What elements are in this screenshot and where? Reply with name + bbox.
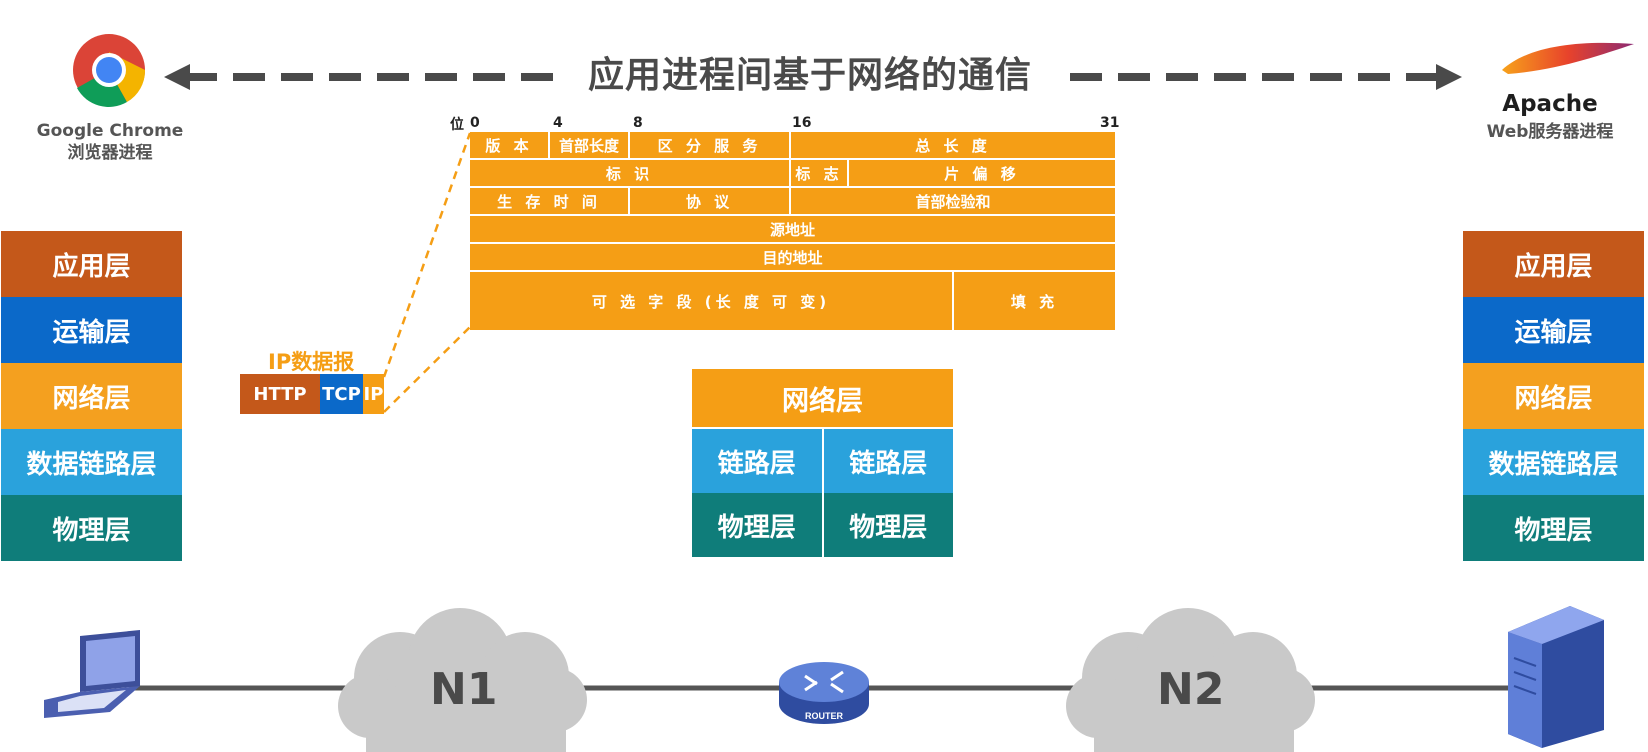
right-protocol-stack: 应用层 运输层 网络层 数据链路层 物理层 [1463,231,1644,561]
chrome-icon [73,34,146,107]
left-layer-application: 应用层 [1,231,182,297]
bit-0: 0 [470,115,480,131]
field-flags: 标 志 [791,160,849,186]
field-total-length: 总 长 度 [791,132,1115,158]
field-header-length: 首部长度 [550,132,630,158]
field-options: 可 选 字 段 (长 度 可 变) [470,272,954,330]
apache-feather-icon [1502,42,1634,74]
left-layer-physical: 物理层 [1,495,182,561]
datagram-http: HTTP [240,374,320,414]
left-protocol-stack: 应用层 运输层 网络层 数据链路层 物理层 [1,231,182,561]
bit-16: 16 [792,115,812,131]
right-layer-application: 应用层 [1463,231,1644,297]
left-layer-transport: 运输层 [1,297,182,363]
apache-label: Apache Web服务器进程 [1470,88,1630,144]
field-checksum: 首部检验和 [791,188,1115,214]
right-layer-transport: 运输层 [1463,297,1644,363]
chrome-name: Google Chrome [36,121,184,141]
field-destination-address: 目的地址 [470,244,1115,270]
field-protocol: 协 议 [630,188,791,214]
router-label: ROUTER [805,711,844,721]
field-ttl: 生 存 时 间 [470,188,630,214]
field-diffserv: 区 分 服 务 [630,132,791,158]
router-icon: ROUTER [779,662,869,724]
right-layer-datalink: 数据链路层 [1463,429,1644,495]
page-title: 应用进程间基于网络的通信 [587,55,1032,96]
cloud-n2-icon [1066,608,1315,752]
datagram-tcp: TCP [320,374,363,414]
ip-datagram: HTTP TCP IP [240,374,384,414]
server-icon [1508,606,1604,748]
field-version: 版 本 [470,132,550,158]
field-identification: 标 识 [470,160,791,186]
chrome-label: Google Chrome 浏览器进程 [20,120,200,164]
router-layer-phys-left: 物理层 [692,493,822,557]
bit-31: 31 [1100,115,1120,131]
apache-desc: Web服务器进程 [1486,122,1614,142]
ip-header-table: 版 本 首部长度 区 分 服 务 总 长 度 标 识 标 志 片 偏 移 生 存… [470,132,1115,330]
right-layer-network: 网络层 [1463,363,1644,429]
router-protocol-stack: 网络层 链路层 链路层 物理层 物理层 [692,369,953,557]
router-layer-network: 网络层 [692,369,953,427]
router-layer-phys-right: 物理层 [823,493,953,557]
laptop-icon [44,630,140,718]
left-layer-network: 网络层 [1,363,182,429]
bit-label: 位 [450,117,464,133]
datagram-ip: IP [363,374,384,414]
field-padding: 填 充 [954,272,1115,330]
field-fragment-offset: 片 偏 移 [849,160,1115,186]
network-n2-label: N2 [1157,664,1225,715]
chrome-desc: 浏览器进程 [67,143,153,163]
field-source-address: 源地址 [470,216,1115,242]
router-layer-link-right: 链路层 [823,429,953,493]
cloud-n1-icon [338,608,587,752]
network-n1-label: N1 [430,664,498,715]
bit-8: 8 [633,115,643,131]
right-layer-physical: 物理层 [1463,495,1644,561]
left-layer-datalink: 数据链路层 [1,429,182,495]
router-layer-link-left: 链路层 [692,429,822,493]
bit-4: 4 [553,115,563,131]
ip-datagram-label: IP数据报 [268,350,355,374]
apache-name: Apache [1502,91,1598,117]
